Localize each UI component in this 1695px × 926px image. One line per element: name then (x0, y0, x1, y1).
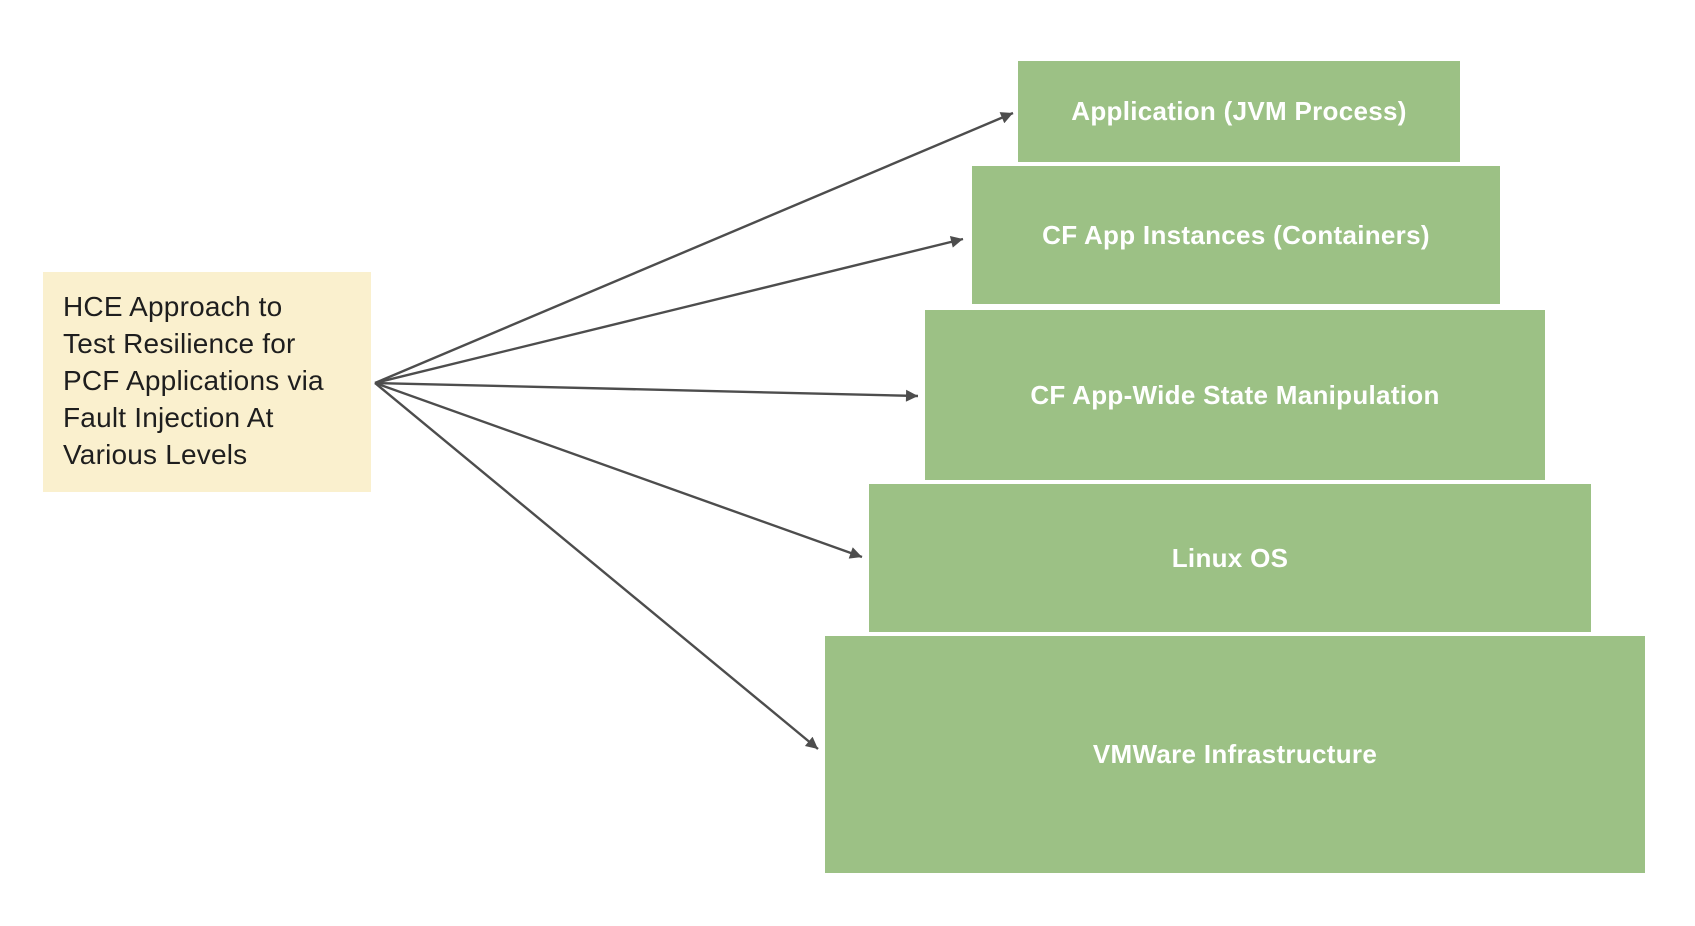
hce-approach-note-line: Fault Injection At (63, 402, 274, 433)
hce-approach-note: HCE Approach to Test Resilience for PCF … (43, 272, 371, 492)
level-box-cf-app-wide-state-manipulation: CF App-Wide State Manipulation (925, 310, 1545, 480)
level-label: CF App-Wide State Manipulation (1030, 379, 1440, 410)
level-label: Linux OS (1171, 542, 1289, 573)
arrow-to-cf-app-instances (374, 236, 964, 385)
arrow-to-linux-os (374, 381, 863, 559)
level-label: CF App Instances (Containers) (1042, 219, 1430, 250)
hce-approach-note-line: Test Resilience for (63, 328, 296, 359)
level-box-cf-app-instances-containers: CF App Instances (Containers) (972, 166, 1500, 304)
level-label: Application (JVM Process) (1071, 96, 1407, 126)
level-label: VMWare Infrastructure (1092, 739, 1378, 769)
arrow-to-application (374, 111, 1014, 385)
level-box-linux-os: Linux OS (869, 484, 1591, 632)
arrow-to-cf-app-wide-state (374, 381, 919, 402)
level-box-application-jvm-process: Application (JVM Process) (1018, 61, 1460, 162)
level-box-vmware-infrastructure: VMWare Infrastructure (825, 636, 1645, 873)
hce-approach-note-line: Various Levels (63, 439, 248, 470)
hce-approach-note-line: PCF Applications via (63, 365, 324, 396)
arrow-to-vmware-infrastructure (374, 382, 819, 750)
hce-approach-note-line: HCE Approach to (63, 291, 283, 322)
